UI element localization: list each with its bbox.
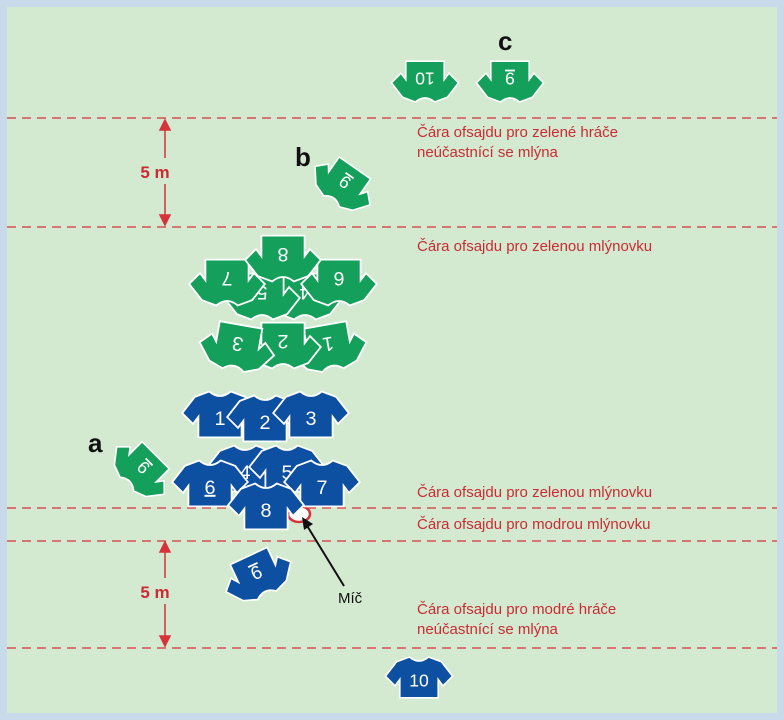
player-green-7: 7: [188, 258, 266, 307]
ball-pointer-head: [302, 517, 313, 530]
jersey-number: 8: [277, 243, 288, 265]
jersey-number: 10: [409, 671, 429, 691]
caption-green-nonparticipants-line1: Čára ofsajdu pro zelené hráče: [417, 124, 618, 141]
distance-label-top: 5 m: [140, 163, 169, 182]
caption-blue-scrum: Čára ofsajdu pro modrou mlýnovku: [417, 516, 650, 533]
player-green-5: 5: [223, 272, 301, 321]
player-green-9-a: 9: [102, 430, 181, 509]
caption-green-nonparticipants-line2: neúčastnící se mlýna: [417, 144, 559, 161]
player-green-8: 8: [244, 234, 322, 283]
player-green-4: 4: [266, 272, 344, 321]
caption-blue-nonparticipants-line2: neúčastnící se mlýna: [417, 621, 559, 638]
offside-lines: [7, 117, 777, 649]
jersey-number: 3: [305, 408, 316, 430]
player-blue-6: 6: [171, 459, 249, 508]
jersey-number: 3: [230, 331, 245, 355]
distance-label-bottom: 5 m: [140, 583, 169, 602]
player-blue-8: 8: [227, 482, 305, 531]
player-blue-3: 3: [272, 390, 350, 439]
jersey-number: 10: [415, 68, 435, 88]
player-blue-10: 10: [384, 656, 454, 699]
jersey-number: 2: [259, 412, 270, 434]
player-green-10: 10: [390, 60, 460, 103]
jersey-number: 7: [316, 477, 327, 499]
player-green-1: 1: [286, 317, 372, 378]
playing-field: [7, 7, 777, 713]
jersey-number: 6: [333, 267, 344, 289]
player-green-3: 3: [194, 317, 280, 378]
ball-label: Míč: [338, 590, 363, 607]
player-green-9-b: 9: [303, 147, 384, 222]
caption-blue-nonparticipants-line1: Čára ofsajdu pro modré hráče: [417, 601, 616, 618]
marker-b: b: [295, 142, 311, 172]
jersey-number: 5: [281, 462, 292, 484]
player-blue-4: 4: [206, 444, 284, 493]
jersey-number: 6: [204, 477, 215, 499]
jersey-number: 2: [277, 330, 288, 352]
ball-pointer-line: [305, 523, 345, 587]
jersey-number: 9: [505, 68, 515, 88]
jersey-number: 4: [239, 462, 250, 484]
player-blue-7: 7: [283, 459, 361, 508]
player-green-9-c: 9: [475, 60, 545, 103]
caption-green-scrum-top: Čára ofsajdu pro zelenou mlýnovku: [417, 238, 652, 255]
marker-a: a: [88, 428, 103, 458]
jersey-number: 5: [256, 281, 267, 303]
player-blue-9: 9: [215, 540, 301, 612]
jersey-number: 4: [299, 281, 310, 303]
jersey-number: 1: [321, 331, 336, 355]
marker-c: c: [498, 26, 512, 56]
player-green-6: 6: [300, 258, 378, 307]
jersey-number: 8: [260, 500, 271, 522]
player-green-2: 2: [244, 321, 322, 370]
caption-green-scrum-bottom: Čára ofsajdu pro zelenou mlýnovku: [417, 484, 652, 501]
jersey-number: 7: [221, 267, 232, 289]
player-blue-2: 2: [226, 394, 304, 443]
player-blue-5: 5: [248, 444, 326, 493]
player-blue-1: 1: [181, 390, 259, 439]
jersey-number: 1: [214, 408, 225, 430]
